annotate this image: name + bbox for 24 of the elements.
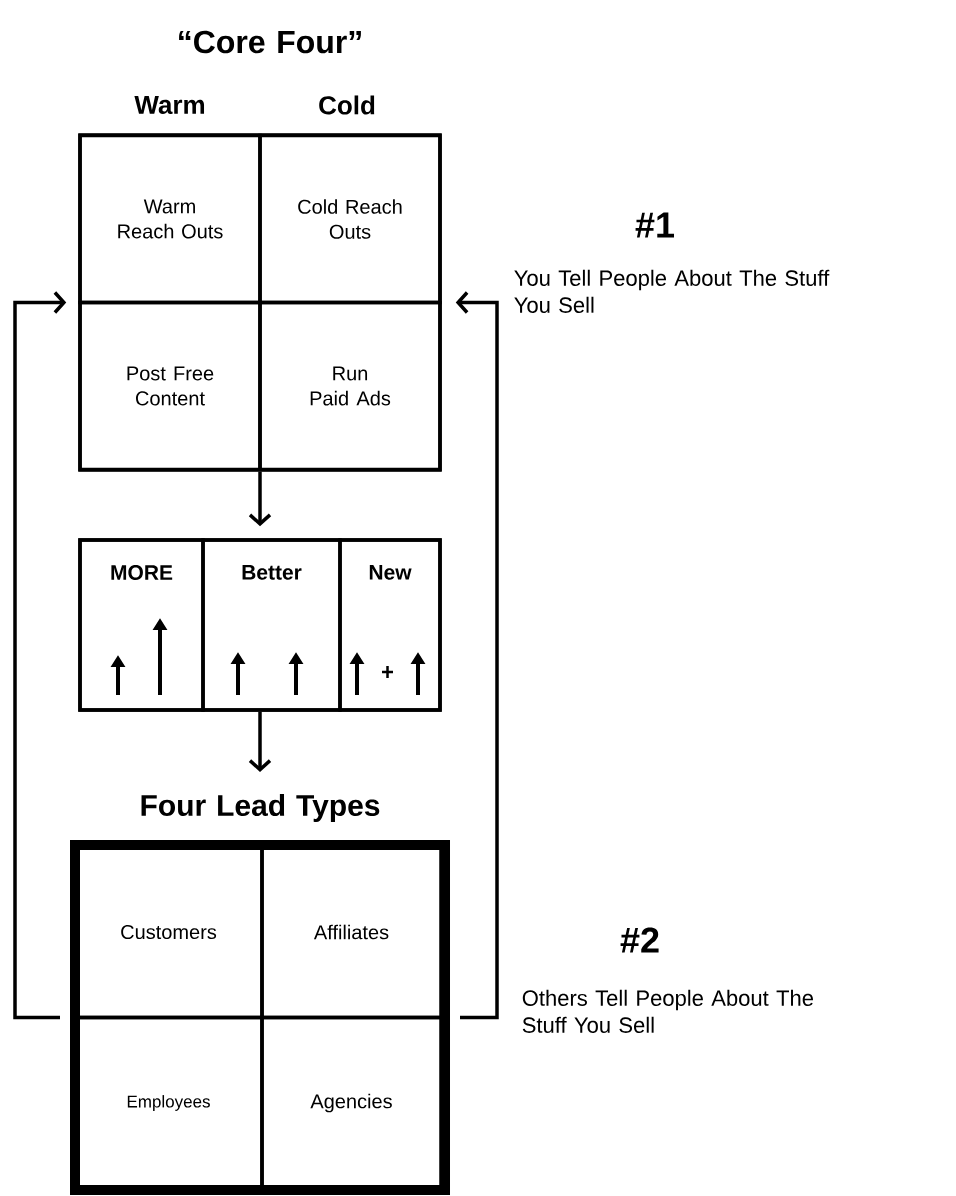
grid-cell: Customers — [73, 844, 264, 1020]
callout-number: #1 — [635, 212, 674, 238]
grid-cell: Post Free Content — [78, 300, 262, 472]
arrow — [455, 291, 499, 1020]
grid-cell: Warm Reach Outs — [78, 133, 262, 305]
grid-box — [78, 133, 442, 472]
arrow — [248, 711, 272, 772]
title: “Core Four” — [179, 30, 361, 54]
arrow — [248, 471, 272, 527]
callout-number: #2 — [620, 927, 659, 953]
grid-cell: MORE — [78, 538, 205, 712]
grid-cell: New — [338, 538, 442, 712]
arrow — [13, 291, 67, 1020]
grid-cell: Better — [201, 538, 342, 712]
note: You Tell People About The Stuff You Sell — [514, 269, 830, 313]
note: Others Tell People About The Stuff You Sell — [522, 989, 813, 1033]
node-label: Four Lead Types — [141, 794, 380, 822]
grid-cell: Cold Reach Outs — [258, 133, 442, 305]
grid-cell: Affiliates — [260, 844, 443, 1020]
grid-cell: Run Paid Ads — [258, 300, 442, 472]
column-header: Warm — [134, 95, 204, 115]
column-header: Cold — [319, 95, 375, 115]
grid-cell: Agencies — [260, 1015, 443, 1191]
grid-cell: Employees — [73, 1015, 264, 1191]
